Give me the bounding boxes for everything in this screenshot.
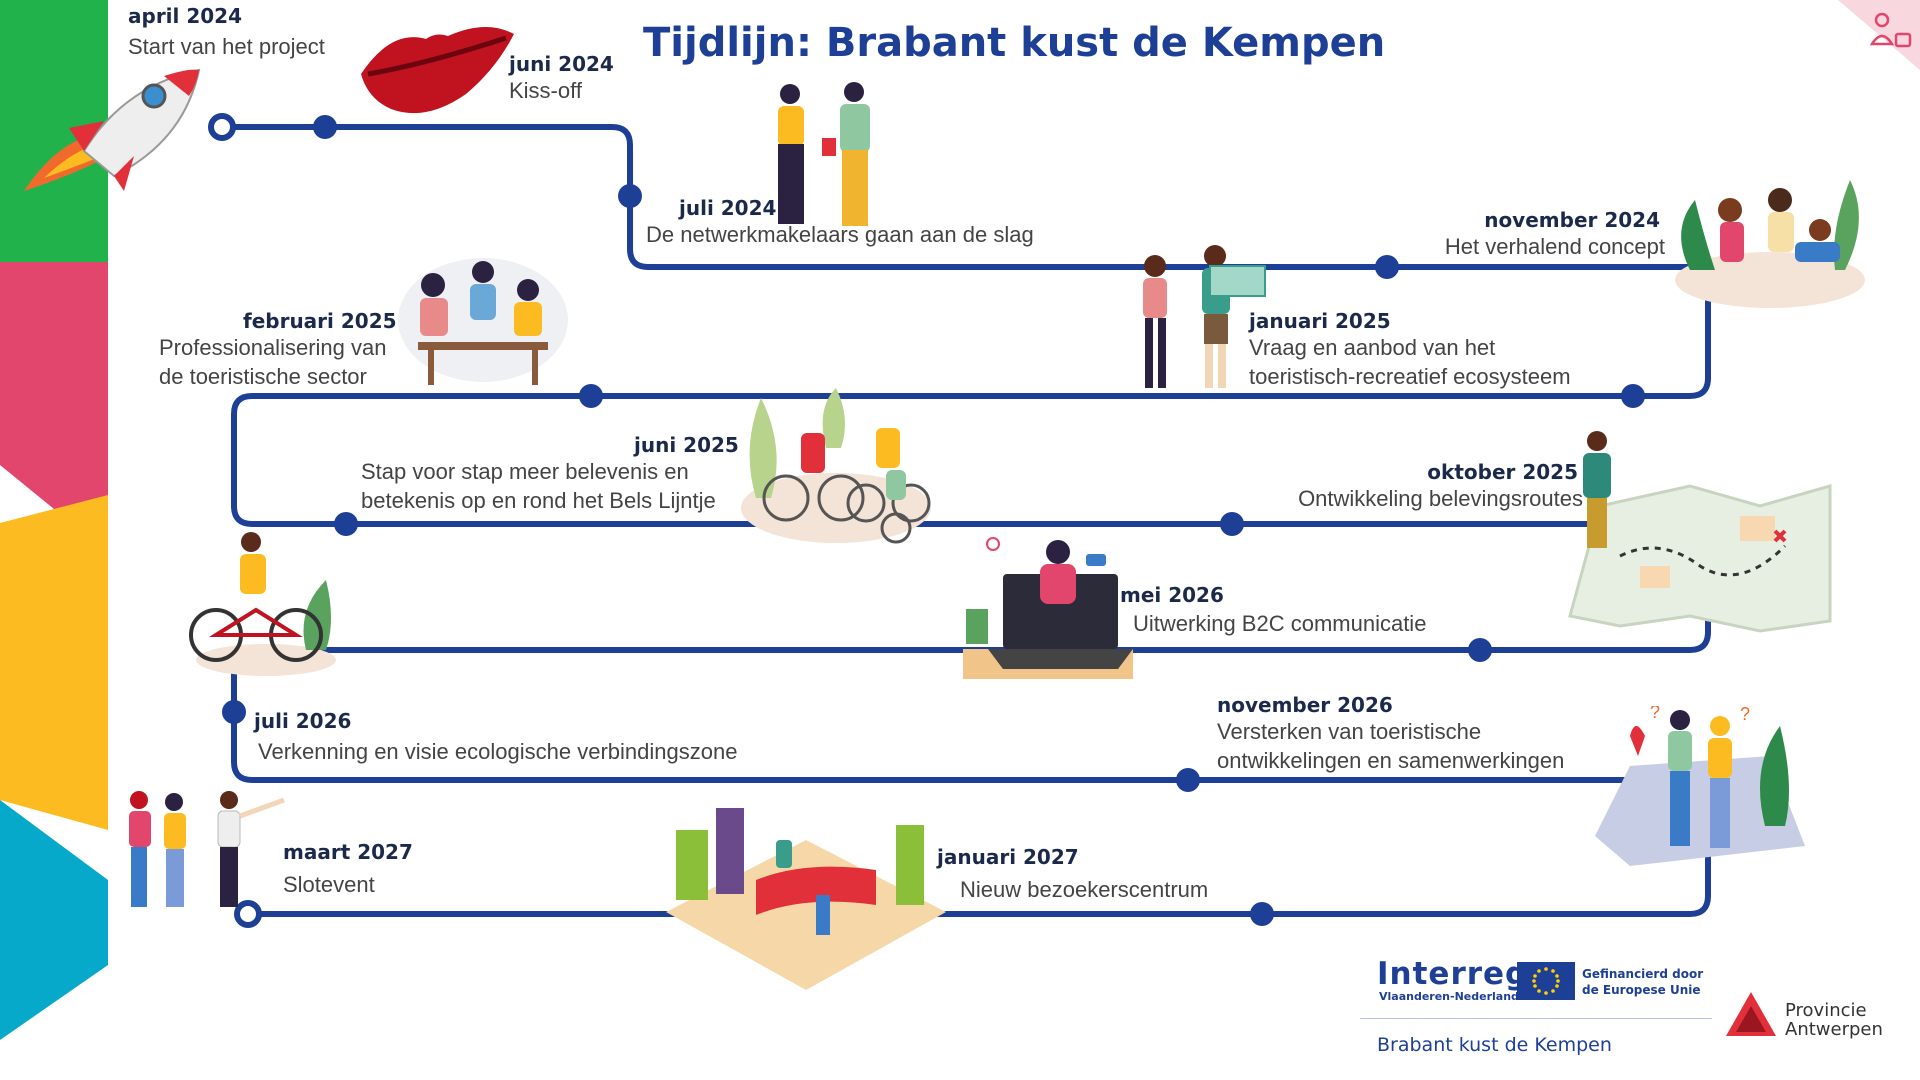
storytelling-illustration xyxy=(1675,180,1865,308)
milestone-date: februari 2025 xyxy=(243,309,397,333)
svg-text:?: ? xyxy=(1740,706,1750,724)
timeline-node xyxy=(579,384,603,408)
milestone-date: april 2024 xyxy=(128,4,243,28)
eu-funding-line2: de Europese Unie xyxy=(1582,983,1701,997)
corner-person-icon xyxy=(1838,0,1920,70)
side-color-band xyxy=(0,0,108,1040)
timeline-start-node xyxy=(208,113,236,141)
milestone-date: oktober 2025 xyxy=(1427,460,1578,484)
milestone-juni-2025: juni 2025 Stap voor stap meer belevenis … xyxy=(361,433,739,515)
timeline-node xyxy=(222,700,246,724)
milestone-januari-2027: januari 2027 Nieuw bezoekerscentrum xyxy=(937,845,1208,904)
milestone-maart-2027: maart 2027 Slotevent xyxy=(283,840,413,899)
milestone-text-line2: ontwikkelingen en samenwerkingen xyxy=(1217,748,1565,773)
milestone-mei-2026: mei 2026 Uitwerking B2C communicatie xyxy=(1120,583,1426,638)
eu-funding-line1: Gefinancierd door xyxy=(1582,967,1704,981)
milestone-text-line1: Vraag en aanbod van het xyxy=(1249,335,1496,360)
province-line1: Provincie xyxy=(1785,1000,1867,1021)
milestone-text: Nieuw bezoekerscentrum xyxy=(960,877,1209,902)
milestone-text-line1: Stap voor stap meer belevenis en xyxy=(361,459,689,484)
timeline-node xyxy=(1621,384,1645,408)
milestone-text: De netwerkmakelaars gaan aan de slag xyxy=(646,222,1034,247)
milestone-text: Slotevent xyxy=(283,872,375,897)
milestone-februari-2025: februari 2025 Professionalisering van de… xyxy=(159,309,397,391)
milestone-november-2024: november 2024 Het verhalend concept xyxy=(1445,208,1665,261)
footer-divider xyxy=(1360,1018,1712,1019)
milestone-text-line2: betekenis op en rond het Bels Lijntje xyxy=(361,488,716,513)
timeline-node xyxy=(1176,768,1200,792)
cycling-family-illustration xyxy=(741,388,931,544)
band-cyan xyxy=(0,800,108,1040)
province-line2: Antwerpen xyxy=(1785,1019,1883,1040)
milestone-april-2024: april 2024 Start van het project xyxy=(128,4,325,61)
page-title: Tijdlijn: Brabant kust de Kempen xyxy=(643,20,1386,66)
tourists-map-illustration xyxy=(1143,245,1266,388)
timeline-end-node xyxy=(234,900,262,928)
timeline-node xyxy=(1468,638,1492,662)
milestone-text: Het verhalend concept xyxy=(1444,234,1665,259)
network-brokers-illustration xyxy=(778,82,870,226)
visitor-center-illustration xyxy=(666,808,946,990)
province-antwerpen-text: Provincie Antwerpen xyxy=(1785,1001,1883,1039)
milestone-juli-2026: juli 2026 Verkenning en visie ecologisch… xyxy=(254,709,737,766)
rocket-illustration xyxy=(24,68,201,191)
milestone-date: maart 2027 xyxy=(283,840,413,864)
meeting-team-illustration xyxy=(398,258,568,385)
milestone-date: november 2026 xyxy=(1217,693,1393,717)
eu-funding-text: Gefinancierd door de Europese Unie xyxy=(1582,966,1703,998)
timeline-node xyxy=(618,184,642,208)
milestone-text-line1: Professionalisering van xyxy=(159,335,387,360)
timeline-node xyxy=(313,115,337,139)
milestone-text: Kiss-off xyxy=(509,78,582,103)
band-pink xyxy=(0,262,108,553)
cyclist-illustration xyxy=(189,532,336,676)
timeline-node xyxy=(334,512,358,536)
map-hiker-illustration xyxy=(1568,431,1832,633)
interreg-logo: Interreg Vlaanderen-Nederland xyxy=(1377,958,1528,1003)
milestone-text: Verkenning en visie ecologische verbindi… xyxy=(258,739,738,764)
milestone-date: januari 2027 xyxy=(937,845,1079,869)
interreg-wordmark: Interreg xyxy=(1377,956,1529,992)
milestone-date: juli 2026 xyxy=(254,709,352,733)
eu-flag-icon xyxy=(1517,962,1575,1000)
svg-text:?: ? xyxy=(1650,706,1660,722)
milestone-date: juni 2025 xyxy=(634,433,739,457)
milestone-januari-2025: januari 2025 Vraag en aanbod van het toe… xyxy=(1249,309,1571,391)
event-crowd-illustration xyxy=(129,791,285,907)
milestone-text: Ontwikkeling belevingsroutes xyxy=(1298,486,1583,511)
milestone-date: mei 2026 xyxy=(1120,583,1224,607)
timeline-node xyxy=(1220,512,1244,536)
milestone-oktober-2025: oktober 2025 Ontwikkeling belevingsroute… xyxy=(1298,460,1583,513)
lips-illustration xyxy=(361,26,514,114)
milestone-date: januari 2025 xyxy=(1249,309,1391,333)
milestone-text: Start van het project xyxy=(128,34,325,59)
milestone-juli-2024: juli 2024 De netwerkmakelaars gaan aan d… xyxy=(646,196,1034,249)
interreg-subtitle: Vlaanderen-Nederland xyxy=(1379,990,1519,1003)
milestone-date: juli 2024 xyxy=(679,196,777,220)
laptop-communication-illustration xyxy=(963,537,1133,679)
travelers-illustration: ? ? xyxy=(1595,706,1805,866)
milestone-juni-2024: juni 2024 Kiss-off xyxy=(509,52,614,105)
province-antwerpen-logo-icon xyxy=(1726,992,1776,1036)
milestone-date: juni 2024 xyxy=(509,52,614,76)
band-yellow xyxy=(0,495,108,830)
timeline-node xyxy=(1250,902,1274,926)
milestone-date: november 2024 xyxy=(1484,208,1660,232)
timeline-node xyxy=(1375,255,1399,279)
milestone-text: Uitwerking B2C communicatie xyxy=(1133,611,1427,636)
footer-project-name: Brabant kust de Kempen xyxy=(1377,1034,1612,1056)
milestone-text-line2: toeristisch-recreatief ecosysteem xyxy=(1249,364,1571,389)
milestone-text-line2: de toeristische sector xyxy=(159,364,367,389)
milestone-text-line1: Versterken van toeristische xyxy=(1217,719,1482,744)
milestone-november-2026: november 2026 Versterken van toeristisch… xyxy=(1217,693,1564,775)
